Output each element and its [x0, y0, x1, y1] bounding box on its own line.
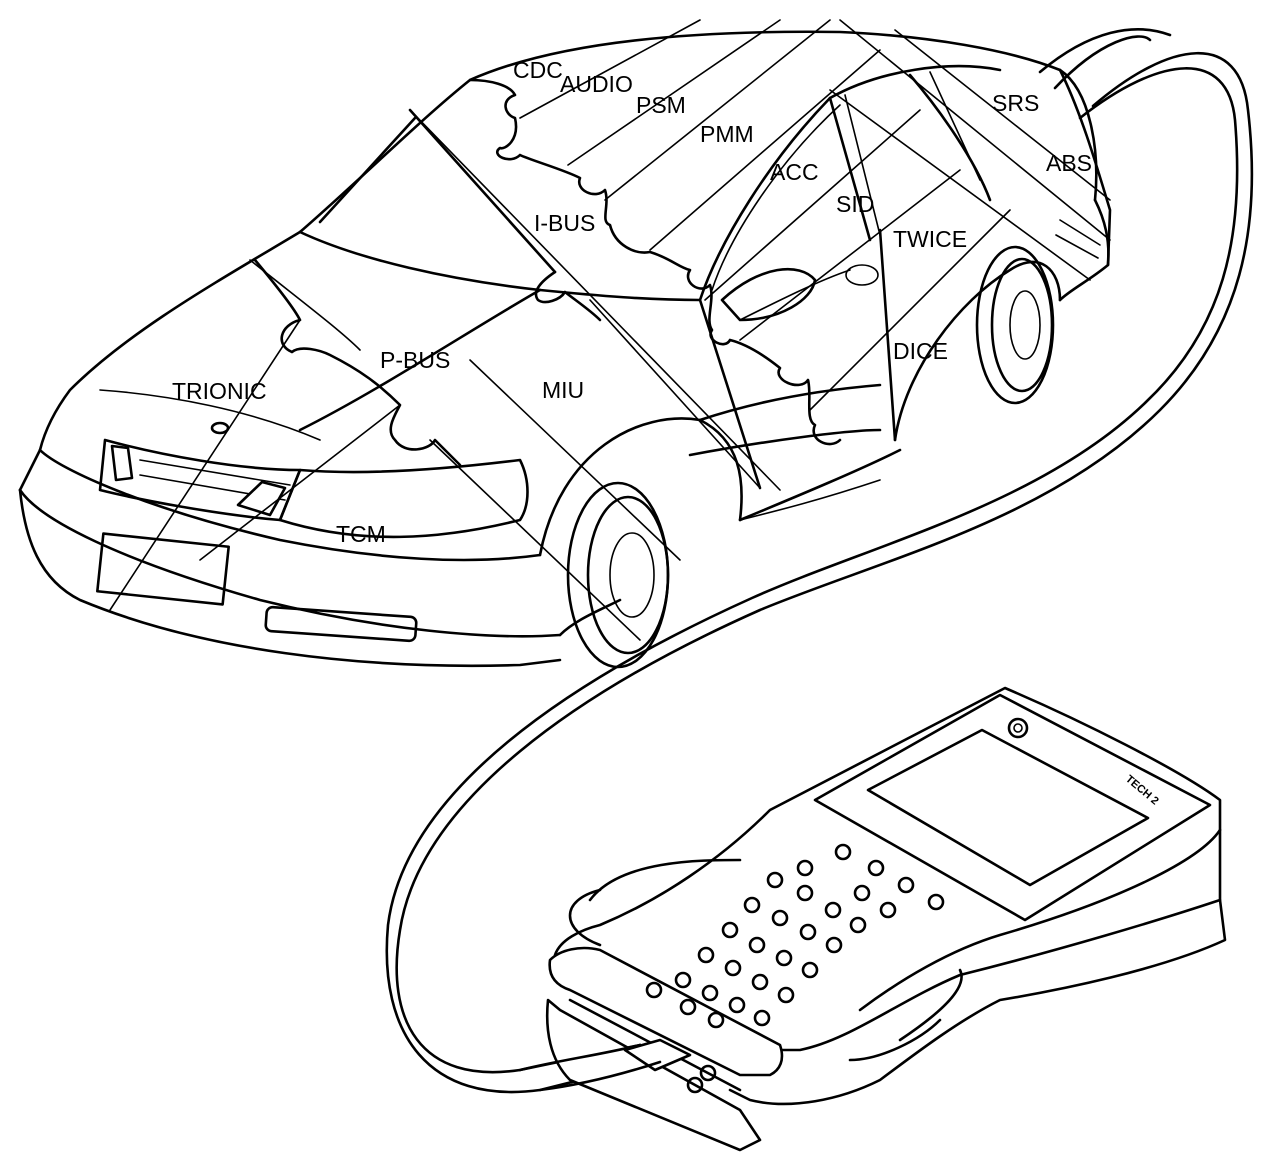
tool-screen[interactable] [866, 728, 1150, 887]
tool-keypad[interactable] [645, 843, 945, 1029]
tech2-scan-tool: TECH 2 [518, 686, 1227, 1152]
label-tcm: TCM [336, 521, 386, 547]
label-abs: ABS [1046, 150, 1092, 176]
label-srs: SRS [992, 90, 1039, 116]
label-pmm: PMM [700, 121, 754, 147]
label-pbus: P-BUS [380, 347, 450, 373]
label-trionic: TRIONIC [172, 378, 267, 404]
label-acc: ACC [770, 159, 819, 185]
leader-lines [109, 19, 1111, 641]
label-cdc: CDC [513, 57, 563, 83]
label-ibus: I-BUS [534, 210, 595, 236]
label-audio: AUDIO [560, 71, 633, 97]
label-sid: SID [836, 191, 874, 217]
label-miu: MIU [542, 377, 584, 403]
car-body [18, 30, 1112, 669]
label-dice: DICE [893, 338, 948, 364]
label-psm: PSM [636, 92, 686, 118]
diagnostic-cable [385, 28, 1254, 1094]
module-labels: CDC AUDIO PSM PMM ACC SID TWICE SRS ABS … [172, 57, 1092, 547]
label-twice: TWICE [893, 226, 967, 252]
